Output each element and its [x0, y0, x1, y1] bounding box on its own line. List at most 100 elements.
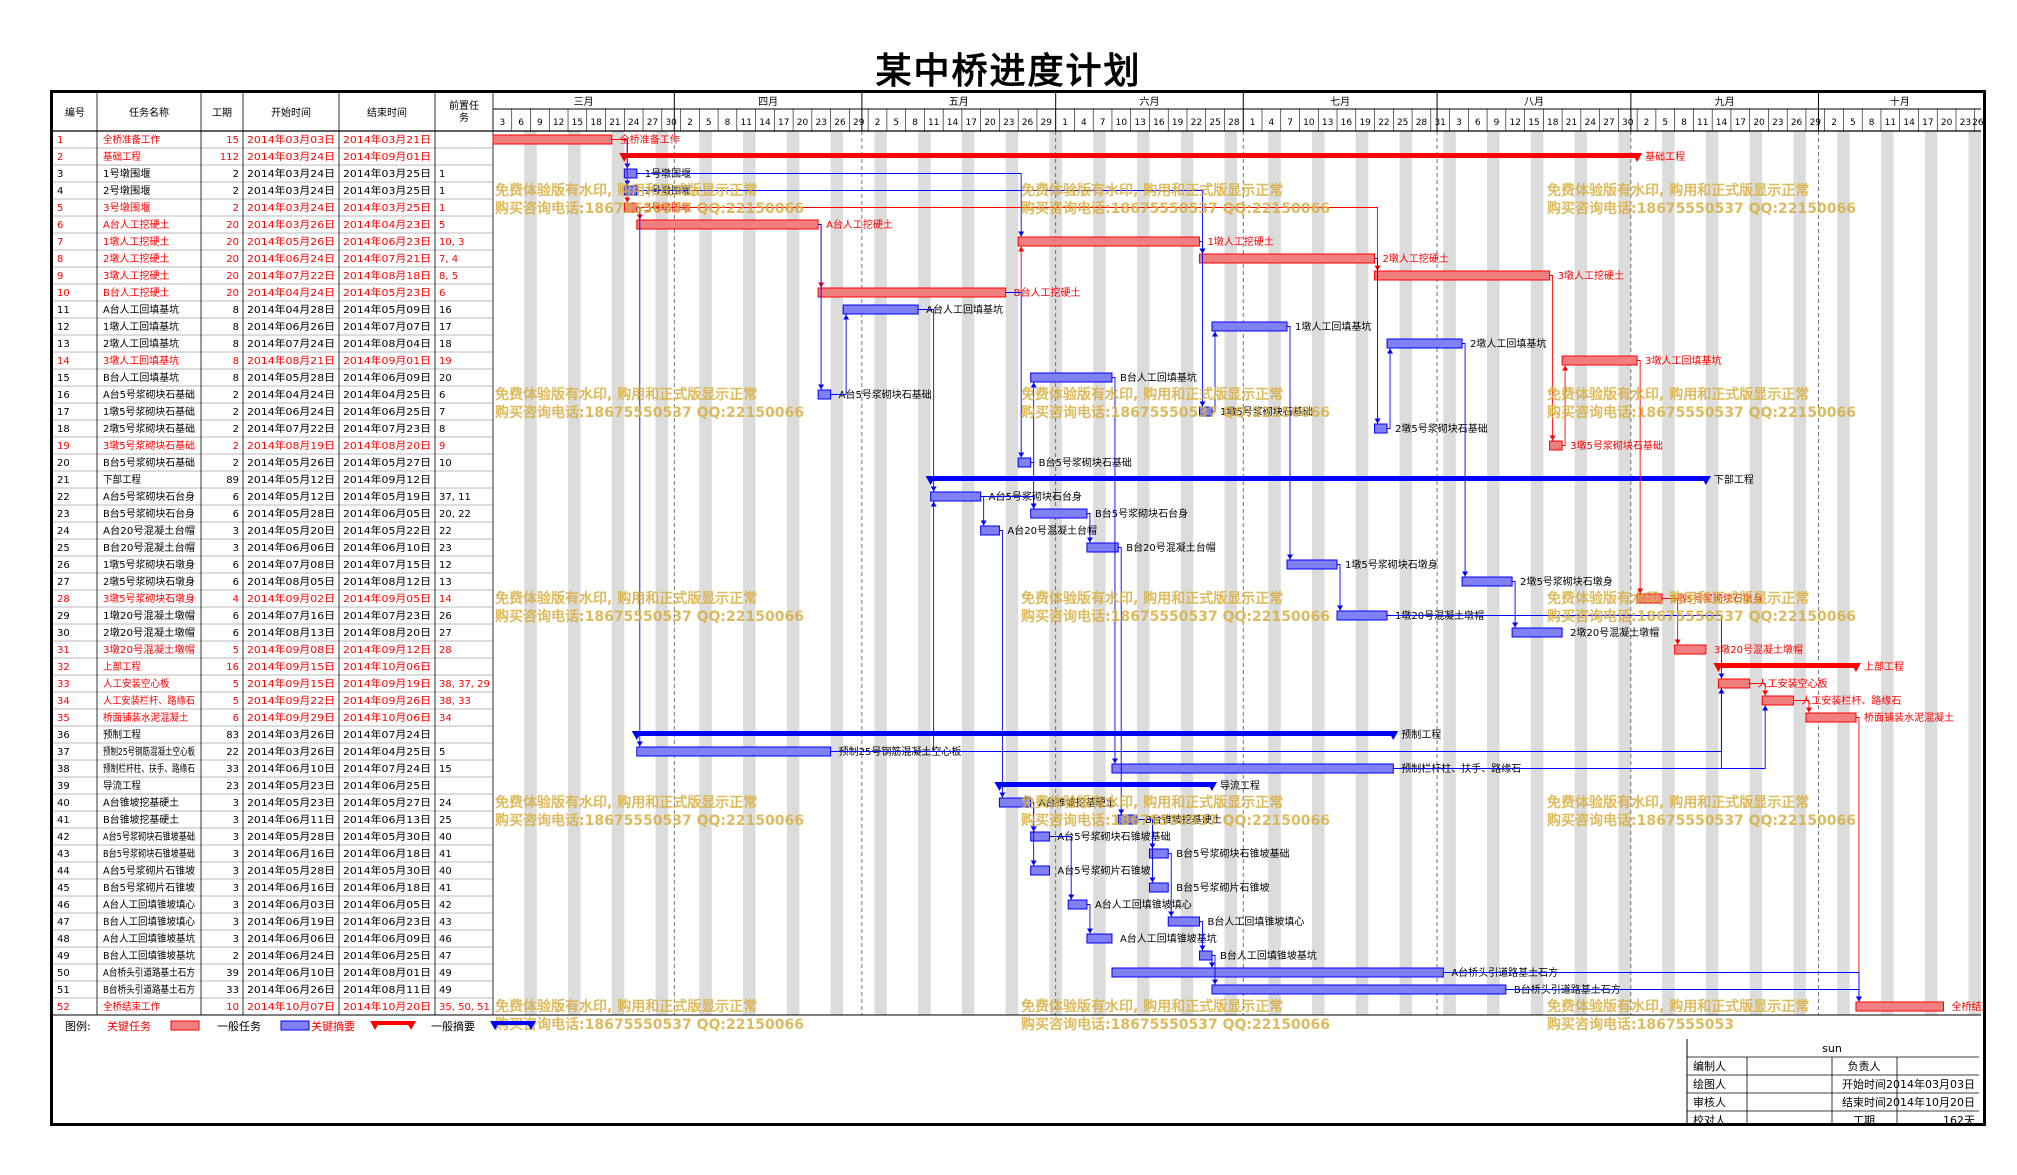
- dependency-arrow: [1512, 622, 1519, 628]
- column-header: 务: [459, 111, 469, 124]
- cell-start: 2014年05月23日: [247, 779, 335, 792]
- cell-end: 2014年04月25日: [343, 388, 431, 401]
- cell-end: 2014年09月05日: [343, 592, 431, 605]
- summary-bar-end-left: [925, 476, 936, 485]
- day-tick-label: 3: [500, 118, 506, 128]
- bar-label: B台5号浆砌片石锥坡: [1176, 881, 1269, 894]
- dependency-line: [636, 207, 1378, 271]
- cell-id: 50: [57, 968, 70, 979]
- cell-end: 2014年08月12日: [343, 575, 431, 588]
- cell-duration: 3: [233, 543, 239, 554]
- critical-task-bar: [636, 219, 819, 230]
- weekend-band: [611, 131, 625, 1015]
- day-tick-label: 13: [1134, 118, 1145, 128]
- cell-predecessor: 38, 33: [439, 696, 471, 707]
- cell-name: 3墩20号混凝土墩帽: [103, 643, 195, 656]
- bar-label: 基础工程: [1645, 150, 1685, 163]
- cell-predecessor: 26: [439, 611, 452, 622]
- cell-id: 15: [57, 373, 70, 384]
- cell-end: 2014年09月01日: [343, 150, 431, 163]
- cell-duration: 33: [226, 985, 239, 996]
- day-tick-label: 20: [1753, 118, 1765, 128]
- weekend-band: [1837, 131, 1850, 1015]
- watermark-text: 购买咨询电话:18675550537 QQ:22150066: [495, 1016, 804, 1033]
- cell-predecessor: 20, 22: [439, 509, 471, 520]
- watermark-text: 免费体验版有水印, 购用和正式版显示正常: [495, 182, 757, 199]
- cell-duration: 5: [233, 696, 239, 707]
- cell-end: 2014年08月18日: [343, 269, 431, 282]
- legend-prefix: 图例:: [65, 1019, 91, 1033]
- dependency-arrow: [1287, 554, 1294, 560]
- weekend-band: [743, 131, 756, 1015]
- dependency-arrow: [818, 384, 825, 390]
- summary-bar: [930, 476, 1706, 481]
- cell-name: 3墩5号浆砌块石墩身: [103, 592, 195, 605]
- weekend-band: [1880, 131, 1894, 1015]
- day-tick-label: 26: [834, 118, 846, 128]
- day-tick-label: 7: [1287, 118, 1293, 128]
- cell-predecessor: 16: [439, 305, 452, 316]
- dependency-arrow: [1149, 877, 1156, 883]
- day-tick-label: 8: [725, 118, 731, 128]
- cell-predecessor: 34: [439, 713, 452, 724]
- month-label: 九月: [1715, 96, 1735, 108]
- watermark-text: 购买咨询电话:18675550537 QQ:22150066: [495, 608, 804, 625]
- day-tick-label: 24: [1585, 118, 1597, 128]
- cell-predecessor: 43: [439, 917, 452, 928]
- cell-predecessor: 6: [439, 288, 445, 299]
- weekend-band: [699, 131, 712, 1015]
- dependency-arrow: [930, 486, 937, 492]
- cell-predecessor: 49: [439, 985, 452, 996]
- cell-name: 2墩人工挖硬土: [103, 252, 170, 265]
- cell-duration: 6: [233, 611, 239, 622]
- cell-start: 2014年05月28日: [247, 371, 335, 384]
- page-title: 某中桥进度计划: [875, 50, 1142, 92]
- cell-start: 2014年06月24日: [247, 949, 335, 962]
- cell-duration: 112: [220, 152, 239, 163]
- cell-name: A台人工回填锥坡基坑: [103, 932, 195, 945]
- cell-id: 29: [57, 611, 70, 622]
- watermark-text: 免费体验版有水印, 购用和正式版显示正常: [495, 386, 757, 403]
- watermark-text: 购买咨询电话:18675550537 QQ:22150066: [1021, 1016, 1330, 1033]
- legend-label: 一般摘要: [431, 1019, 475, 1033]
- cell-id: 6: [57, 220, 63, 231]
- bar-label: A台人工回填锥坡填心: [1095, 898, 1192, 911]
- day-tick-label: 21: [609, 118, 620, 128]
- cell-end: 2014年07月07日: [343, 320, 431, 333]
- day-tick-label: 29: [1041, 118, 1053, 128]
- dependency-line: [999, 530, 1003, 798]
- cell-end: 2014年06月18日: [343, 847, 431, 860]
- cell-id: 39: [57, 781, 70, 792]
- cell-end: 2014年03月21日: [343, 133, 431, 146]
- bar-label: 人工安装空心板: [1758, 677, 1828, 690]
- dependency-arrow: [636, 741, 643, 747]
- bar-label: A台锥坡挖基硬土: [1039, 796, 1116, 809]
- cell-predecessor: 5: [439, 747, 445, 758]
- cell-duration: 4: [233, 594, 239, 605]
- cell-duration: 3: [233, 934, 239, 945]
- cell-start: 2014年09月02日: [247, 592, 335, 605]
- cell-end: 2014年10月06日: [343, 660, 431, 673]
- cell-id: 52: [57, 1002, 70, 1013]
- watermark-text: 免费体验版有水印, 购用和正式版显示正常: [1547, 386, 1809, 403]
- cell-end: 2014年05月27日: [343, 456, 431, 469]
- dependency-arrow: [980, 520, 987, 526]
- cell-start: 2014年06月19日: [247, 915, 335, 928]
- cell-duration: 3: [233, 798, 239, 809]
- cell-predecessor: 40: [439, 866, 452, 877]
- watermark-text: 免费体验版有水印, 购用和正式版显示正常: [1021, 386, 1283, 403]
- signoff-label: 开始时间: [1842, 1077, 1886, 1091]
- day-tick-label: 15: [572, 118, 583, 128]
- dependency-line: [1512, 581, 1516, 628]
- cell-duration: 2: [233, 186, 239, 197]
- dependency-arrow: [1762, 705, 1769, 711]
- cell-name: B台人工回填基坑: [103, 371, 179, 384]
- cell-predecessor: 27: [439, 628, 452, 639]
- normal-task-bar: [1374, 423, 1388, 434]
